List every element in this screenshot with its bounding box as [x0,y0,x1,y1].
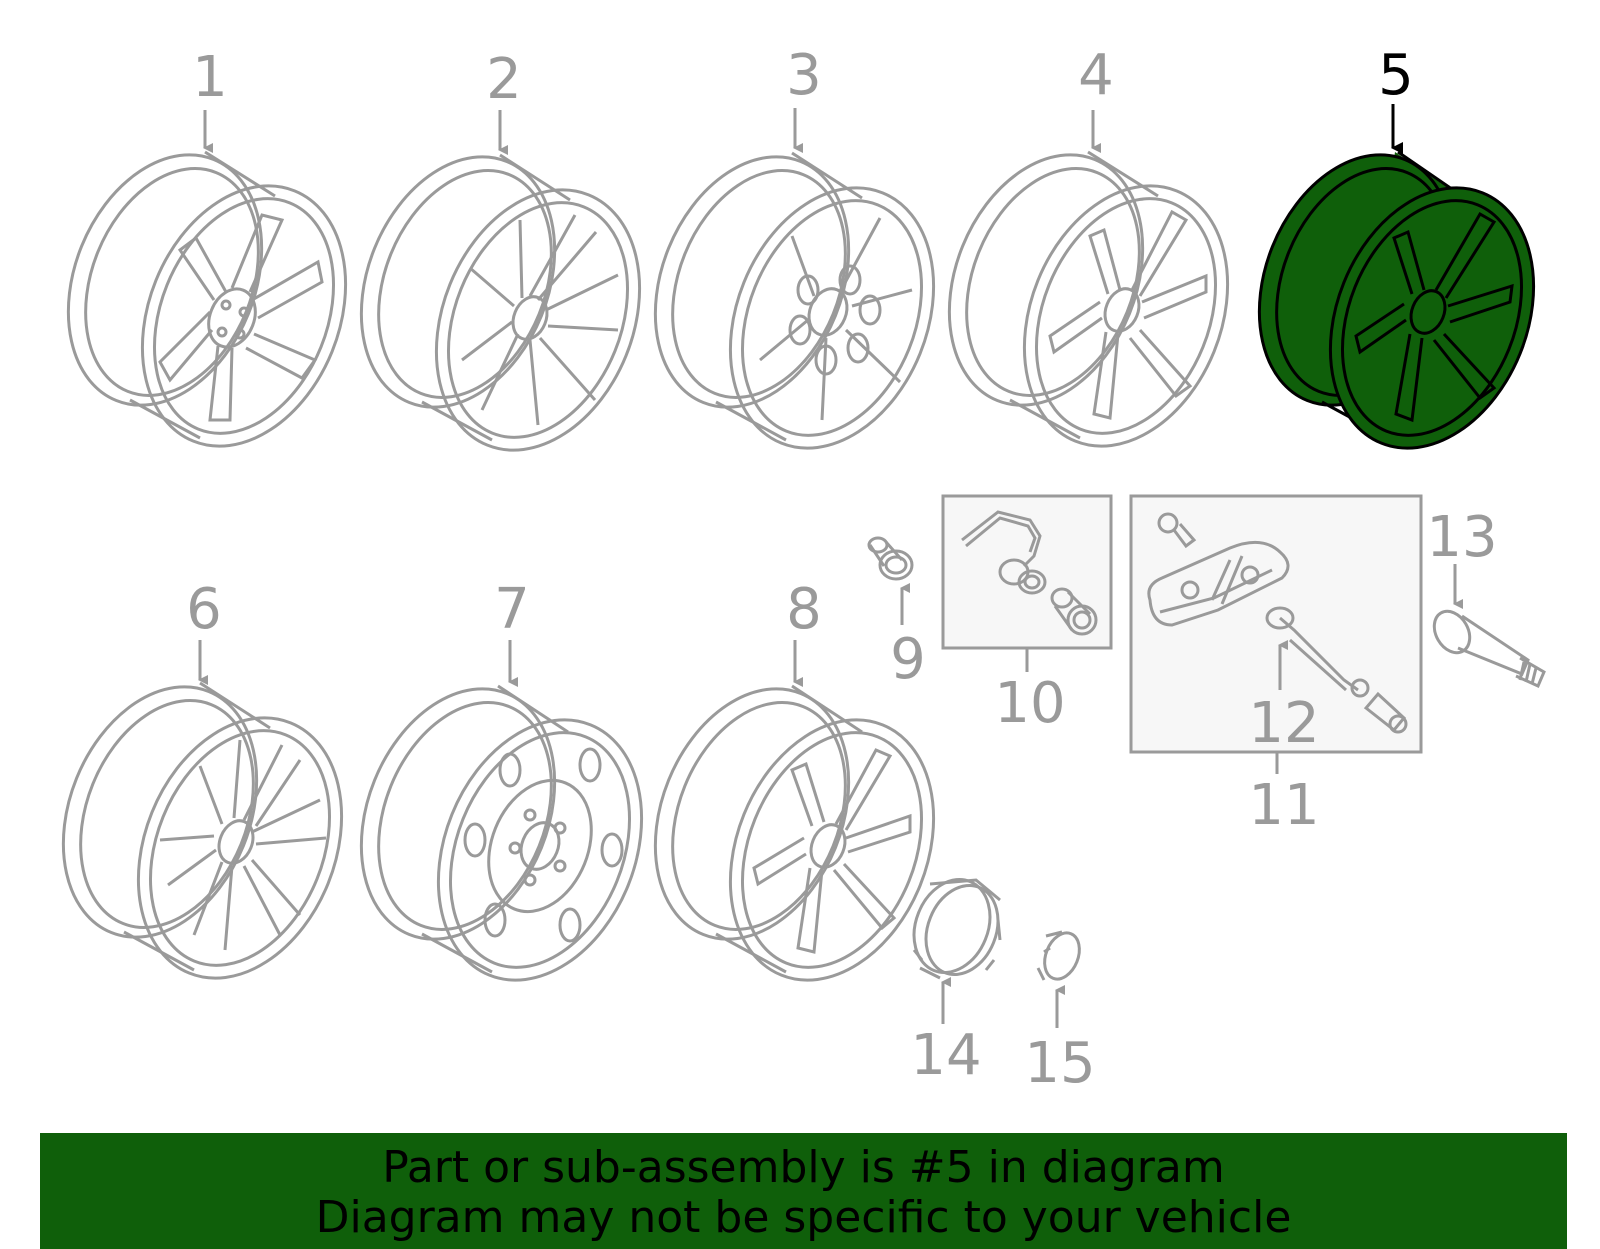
wheel-7[interactable] [326,660,679,1011]
callout-1: 1 [192,45,228,110]
banner-line-part: Part or sub-assembly is #5 in diagram [382,1142,1225,1193]
callout-7: 7 [494,577,530,642]
callout-6: 6 [186,577,222,642]
callout-12: 12 [1248,691,1319,756]
center-cap-14[interactable] [901,868,1011,985]
callout-3: 3 [786,43,822,108]
callout-10: 10 [994,671,1065,736]
small-cap-15[interactable] [1036,928,1086,984]
callout-11: 11 [1248,773,1319,838]
callout-13: 13 [1426,505,1497,570]
callout-8: 8 [786,577,822,642]
callout-4: 4 [1078,43,1114,108]
wheel-1[interactable] [33,126,383,477]
wheel-8[interactable] [620,660,971,1011]
tpms-kit-11[interactable] [1129,494,1423,754]
valve-kit-10[interactable] [941,494,1113,650]
info-banner: Part or sub-assembly is #5 in diagram Di… [40,1133,1567,1249]
valve-stem-13[interactable] [1427,605,1546,688]
callout-9: 9 [890,627,926,692]
wheel-3[interactable] [620,128,971,479]
wheel-4[interactable] [914,126,1265,477]
wheel-6[interactable] [28,658,379,1009]
callout-2: 2 [486,47,522,112]
callout-14: 14 [910,1023,981,1088]
banner-line-disclaimer: Diagram may not be specific to your vehi… [315,1192,1292,1243]
lug-nut-9[interactable] [867,536,914,581]
wheel-2[interactable] [326,128,677,481]
wheel-5-highlighted[interactable] [1224,126,1571,479]
callout-5-highlighted: 5 [1378,43,1414,108]
callout-15: 15 [1024,1031,1095,1096]
